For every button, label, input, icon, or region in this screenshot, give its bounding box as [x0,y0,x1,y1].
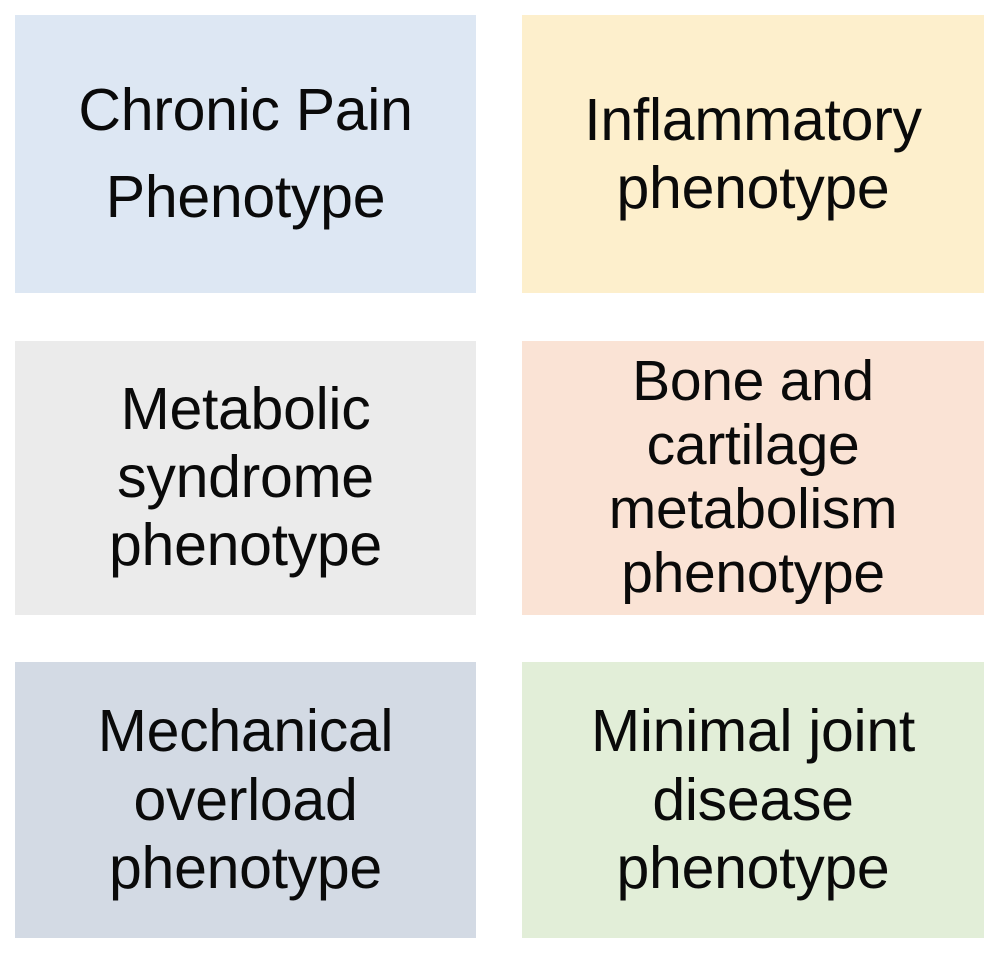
phenotype-card-metabolic-syndrome[interactable]: Metabolic syndrome phenotype [15,341,476,615]
phenotype-card-label: Mechanical overload phenotype [97,698,394,902]
phenotype-card-label: Bone and cartilage metabolism phenotype [608,349,898,605]
phenotype-card-inflammatory[interactable]: Inflammatory phenotype [522,15,984,293]
phenotype-card-label: Metabolic syndrome phenotype [109,376,382,578]
phenotype-card-chronic-pain[interactable]: Chronic Pain Phenotype [15,15,476,293]
phenotype-card-label: Minimal joint disease phenotype [591,698,915,902]
phenotype-card-label: Chronic Pain Phenotype [78,77,413,230]
phenotype-card-minimal-joint-disease[interactable]: Minimal joint disease phenotype [522,662,984,938]
phenotype-card-mechanical-overload[interactable]: Mechanical overload phenotype [15,662,476,938]
phenotype-card-label: Inflammatory phenotype [584,86,922,221]
phenotype-card-bone-and-cartilage-metabolism[interactable]: Bone and cartilage metabolism phenotype [522,341,984,615]
